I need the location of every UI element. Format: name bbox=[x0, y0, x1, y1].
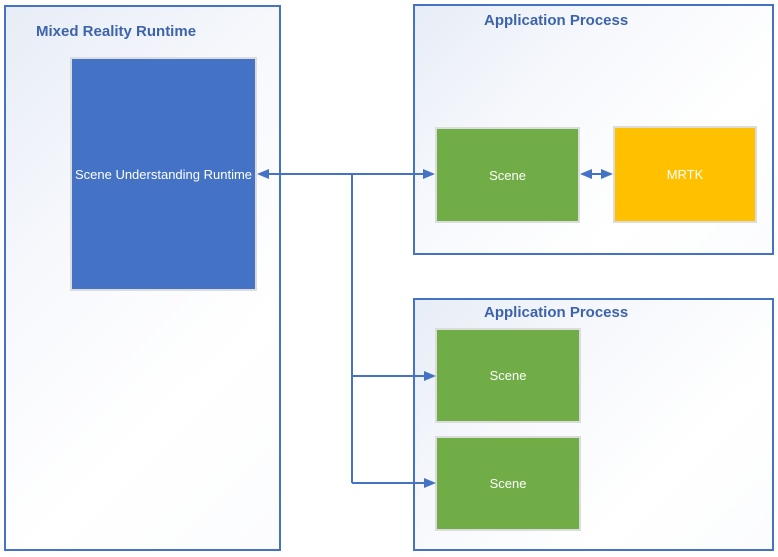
application-process-top-title: Application Process bbox=[484, 12, 629, 29]
mrtk-box: MRTK bbox=[613, 126, 757, 223]
mixed-reality-runtime-title: Mixed Reality Runtime bbox=[36, 23, 197, 40]
scene-box-bottom-upper: Scene bbox=[435, 328, 581, 423]
application-process-bottom-title: Application Process bbox=[484, 304, 629, 321]
scene-box-top: Scene bbox=[435, 127, 580, 223]
scene-box-bottom-lower: Scene bbox=[435, 436, 581, 531]
arrow-sur-scene-top-bidirectional bbox=[257, 169, 435, 179]
scene-understanding-runtime-box: Scene Understanding Runtime bbox=[70, 57, 257, 291]
